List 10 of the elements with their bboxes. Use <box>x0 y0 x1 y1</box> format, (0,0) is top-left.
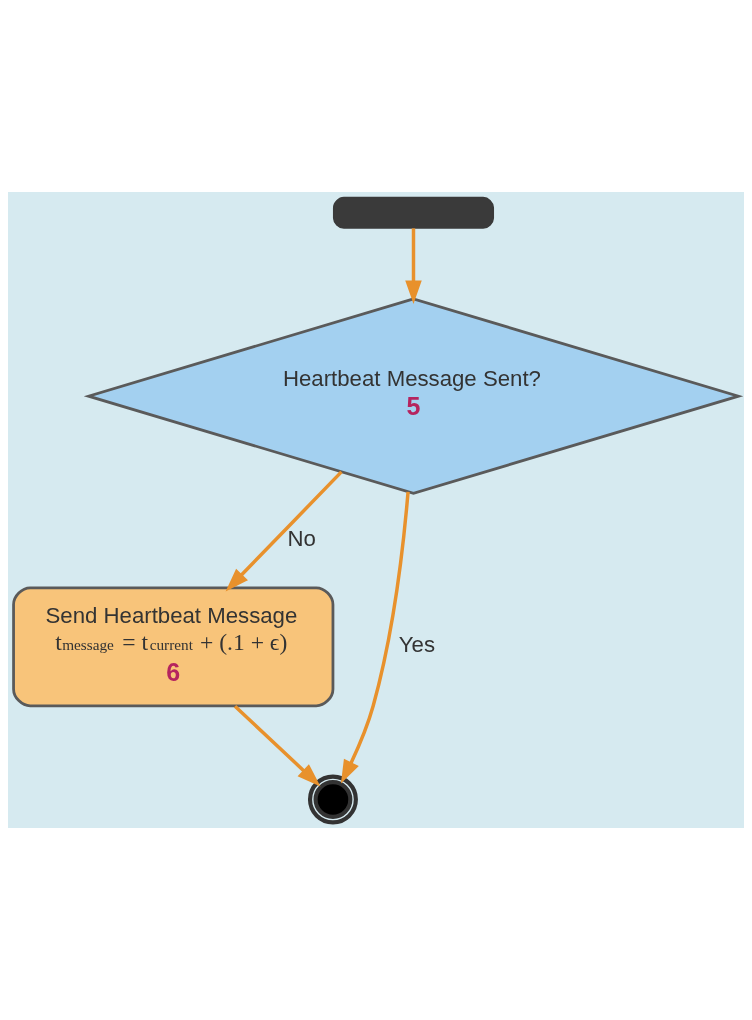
node-box <box>332 196 495 229</box>
node-box: Send Heartbeat Message tmessage = tcurrent + (.1 + ϵ) 6 <box>12 586 335 708</box>
arrow <box>225 470 343 592</box>
node-diamond: Heartbeat Message Sent? 5 <box>83 297 744 495</box>
arrow <box>233 704 321 787</box>
arrow <box>405 228 422 305</box>
edge-label: Yes <box>398 632 436 658</box>
arrow <box>340 491 410 784</box>
node-circle <box>307 774 358 825</box>
edge-label: No <box>287 525 316 551</box>
